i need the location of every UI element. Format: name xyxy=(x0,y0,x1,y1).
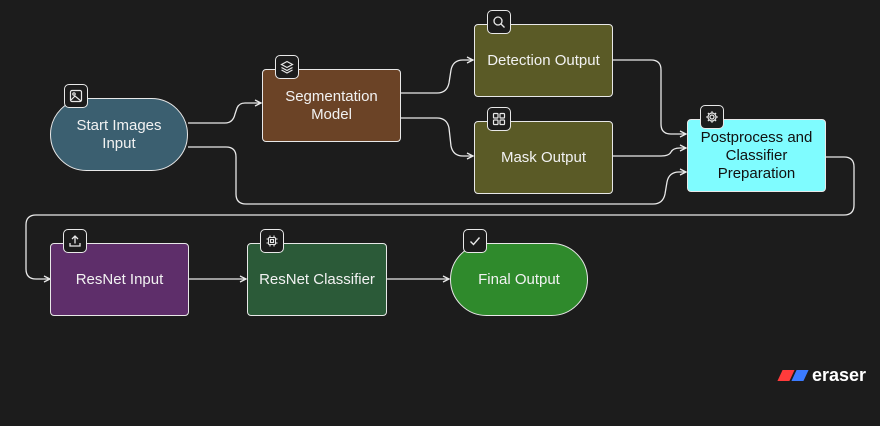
detection-output-node[interactable]: Detection Output xyxy=(474,24,613,97)
mask-output-node[interactable]: Mask Output xyxy=(474,121,613,194)
edge-start-to-segmentation xyxy=(188,103,261,124)
edge-mask-to-postprocess xyxy=(613,148,686,157)
edge-segmentation-to-mask xyxy=(401,117,473,156)
resnet-input-node[interactable]: ResNet Input xyxy=(50,243,189,316)
gear-icon xyxy=(700,105,724,129)
mask-output-label: Mask Output xyxy=(500,148,587,166)
start-images-input-label: Start Images Input xyxy=(76,116,162,152)
detection-output-label: Detection Output xyxy=(487,51,600,69)
chip-icon xyxy=(260,229,284,253)
grid-icon xyxy=(487,107,511,131)
resnet-classifier-label: ResNet Classifier xyxy=(259,270,375,288)
resnet-input-label: ResNet Input xyxy=(75,270,164,288)
layers-icon xyxy=(275,55,299,79)
postprocess-label: Postprocess and Classifier Preparation xyxy=(700,128,813,182)
edge-detection-to-postprocess xyxy=(613,59,686,134)
segmentation-model-node[interactable]: Segmentation Model xyxy=(262,69,401,142)
eraser-logo-mark xyxy=(777,370,809,381)
edge-segmentation-to-detection xyxy=(401,60,473,94)
postprocess-node[interactable]: Postprocess and Classifier Preparation xyxy=(687,119,826,192)
eraser-logo-text: eraser xyxy=(811,365,866,385)
upload-icon xyxy=(63,229,87,253)
start-images-input-node[interactable]: Start Images Input xyxy=(50,98,188,171)
search-icon xyxy=(487,10,511,34)
segmentation-model-label: Segmentation Model xyxy=(285,87,378,123)
final-output-node[interactable]: Final Output xyxy=(450,243,588,316)
eraser-logo: eraser xyxy=(777,365,866,386)
final-output-label: Final Output xyxy=(478,270,560,288)
check-icon xyxy=(463,229,487,253)
image-icon xyxy=(64,84,88,108)
resnet-classifier-node[interactable]: ResNet Classifier xyxy=(247,243,387,316)
